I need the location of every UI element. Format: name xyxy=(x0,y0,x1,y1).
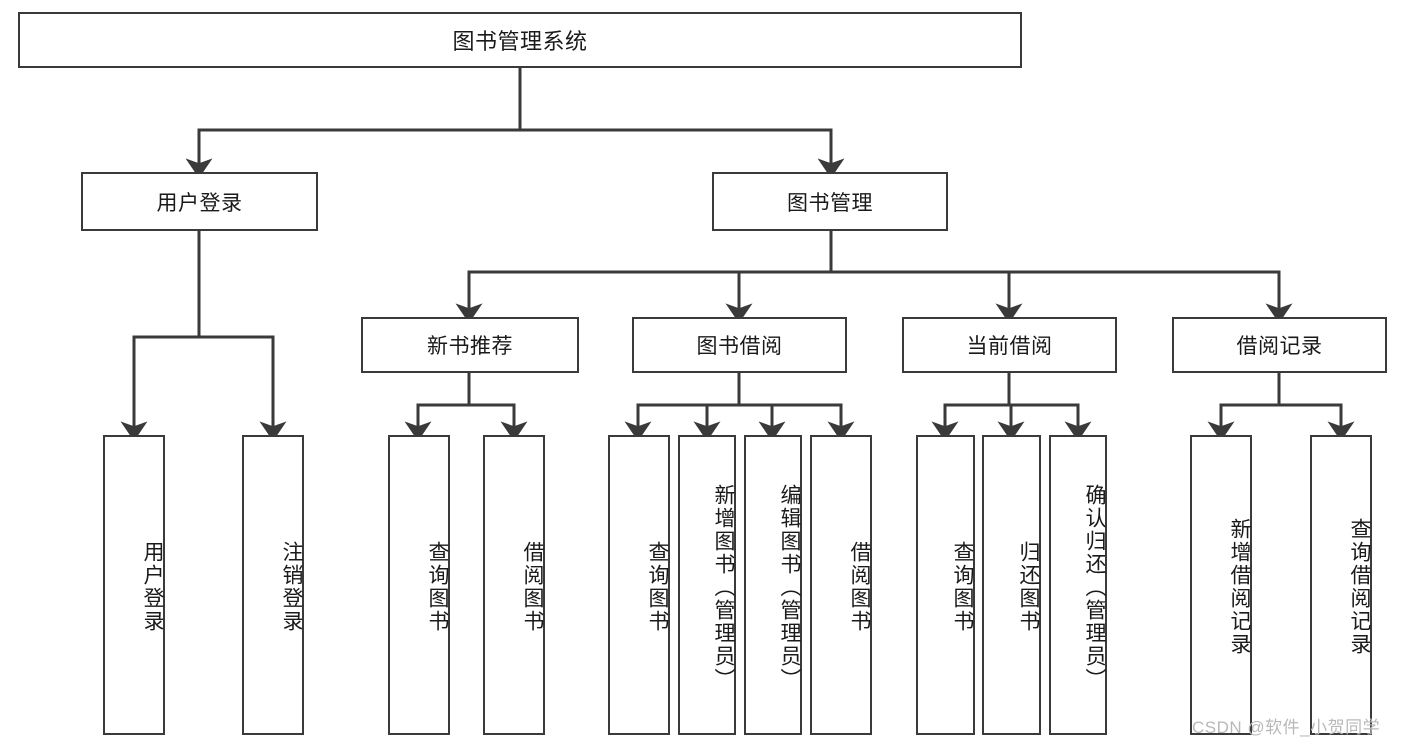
leaf-user-logout[interactable]: 注销登录 xyxy=(242,435,304,735)
node-label: 借阅记录 xyxy=(1236,335,1323,358)
node-label: 图书管理 xyxy=(787,191,873,215)
node-label: 用户登录 xyxy=(156,191,243,215)
node-label: 借阅图书 xyxy=(521,541,544,633)
node-user-login[interactable]: 用户登录 xyxy=(81,172,318,231)
node-root-system[interactable]: 图书管理系统 xyxy=(18,12,1022,68)
node-label: 用户登录 xyxy=(141,541,164,633)
node-label: 确认归还（管理员） xyxy=(1083,483,1106,691)
node-new-book-recommend[interactable]: 新书推荐 xyxy=(361,317,579,373)
node-book-borrow[interactable]: 图书借阅 xyxy=(632,317,847,373)
node-label: 图书管理系统 xyxy=(452,29,588,54)
node-book-management[interactable]: 图书管理 xyxy=(712,172,948,231)
leaf-edit-book-admin[interactable]: 编辑图书（管理员） xyxy=(744,435,802,735)
node-current-borrow[interactable]: 当前借阅 xyxy=(902,317,1117,373)
node-label: 查询图书 xyxy=(426,541,449,633)
leaf-query-book-borrow[interactable]: 查询图书 xyxy=(608,435,670,735)
leaf-query-borrow-record[interactable]: 查询借阅记录 xyxy=(1310,435,1372,735)
node-label: 注销登录 xyxy=(280,541,303,633)
leaf-borrow-book[interactable]: 借阅图书 xyxy=(810,435,872,735)
node-label: 归还图书 xyxy=(1017,541,1040,633)
leaf-user-login[interactable]: 用户登录 xyxy=(103,435,165,735)
node-label: 编辑图书（管理员） xyxy=(778,483,801,691)
node-label: 查询图书 xyxy=(646,541,669,633)
node-label: 查询借阅记录 xyxy=(1348,518,1371,656)
node-label: 当前借阅 xyxy=(966,335,1053,358)
leaf-add-book-admin[interactable]: 新增图书（管理员） xyxy=(678,435,736,735)
leaf-confirm-return-admin[interactable]: 确认归还（管理员） xyxy=(1049,435,1107,735)
csdn-watermark: CSDN @软件_小贺同学 xyxy=(1192,718,1381,737)
node-label: 新增图书（管理员） xyxy=(712,483,735,691)
node-label: 新书推荐 xyxy=(427,335,513,358)
leaf-query-book-current[interactable]: 查询图书 xyxy=(916,435,975,735)
node-label: 新增借阅记录 xyxy=(1228,518,1251,656)
leaf-query-book-recommend[interactable]: 查询图书 xyxy=(388,435,450,735)
node-label: 图书借阅 xyxy=(696,335,783,358)
leaf-borrow-book-recommend[interactable]: 借阅图书 xyxy=(483,435,545,735)
leaf-add-borrow-record[interactable]: 新增借阅记录 xyxy=(1190,435,1252,735)
leaf-return-book[interactable]: 归还图书 xyxy=(982,435,1041,735)
node-borrow-records[interactable]: 借阅记录 xyxy=(1172,317,1387,373)
node-label: 查询图书 xyxy=(951,541,974,633)
node-label: 借阅图书 xyxy=(848,541,871,633)
